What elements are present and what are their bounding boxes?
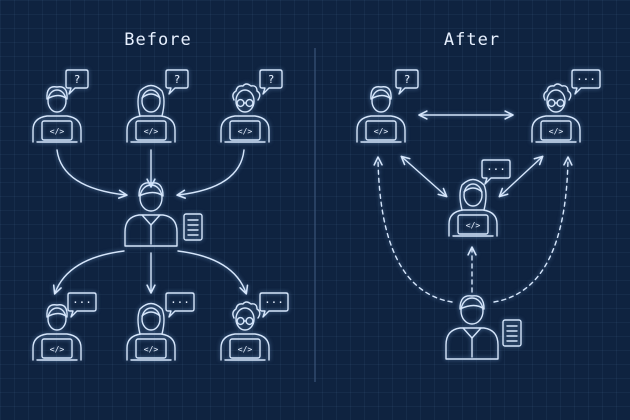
code-icon: </>	[144, 127, 159, 136]
ellipsis-bubble-icon: ···	[67, 292, 97, 318]
developer-bottom-right: </>	[220, 301, 270, 361]
laptop-icon	[41, 338, 73, 359]
code-icon: </>	[374, 127, 389, 136]
after-panel-title: After	[443, 30, 501, 50]
developer-bottom-center: </>	[126, 302, 176, 361]
developer-after-center: </>	[448, 178, 498, 237]
before-panel-title: Before	[124, 30, 192, 50]
manager-before	[124, 182, 178, 247]
developer-top-left: </>	[32, 86, 82, 143]
code-icon: </>	[238, 127, 253, 136]
question-bubble-icon: ?	[165, 69, 189, 95]
developer-top-right: </>	[220, 83, 270, 143]
svg-text:···: ···	[486, 163, 506, 176]
svg-text:···: ···	[264, 296, 284, 309]
ellipsis-bubble-icon: ···	[259, 292, 289, 318]
document-icon	[502, 319, 522, 347]
ellipsis-bubble-icon: ···	[571, 69, 601, 95]
code-icon: </>	[238, 345, 253, 354]
code-icon: </>	[50, 345, 65, 354]
svg-text:?: ?	[404, 73, 411, 86]
svg-text:?: ?	[74, 73, 81, 86]
arrow-manager-to-dev6	[177, 250, 249, 295]
developer-after-left: </>	[356, 86, 406, 143]
svg-text:···: ···	[576, 73, 596, 86]
laptop-icon	[41, 120, 73, 141]
ellipsis-bubble-icon: ···	[481, 159, 511, 185]
manager-after	[445, 295, 499, 360]
laptop-icon	[365, 120, 397, 141]
document-icon	[183, 213, 203, 241]
laptop-icon	[229, 120, 261, 141]
code-icon: </>	[50, 127, 65, 136]
arrow-devA-devB	[400, 155, 448, 198]
developer-bottom-left: </>	[32, 304, 82, 361]
svg-text:?: ?	[174, 73, 181, 86]
question-bubble-icon: ?	[259, 69, 283, 95]
developer-top-center: </>	[126, 84, 176, 143]
laptop-icon	[135, 338, 167, 359]
dashed-manager-to-devA	[373, 156, 453, 303]
laptop-icon	[457, 214, 489, 235]
arrow-manager-to-dev4	[52, 250, 125, 295]
code-icon: </>	[466, 221, 481, 230]
laptop-icon	[540, 120, 572, 141]
svg-text:···: ···	[170, 296, 190, 309]
laptop-icon	[229, 338, 261, 359]
developer-after-right: </>	[531, 83, 581, 143]
code-icon: </>	[549, 127, 564, 136]
question-bubble-icon: ?	[395, 69, 419, 95]
ellipsis-bubble-icon: ···	[165, 292, 195, 318]
dashed-manager-to-devC	[493, 156, 573, 303]
code-icon: </>	[144, 345, 159, 354]
question-bubble-icon: ?	[65, 69, 89, 95]
arrow-devC-devB	[498, 155, 544, 198]
svg-text:···: ···	[72, 296, 92, 309]
arrow-dev1-to-manager	[56, 149, 128, 199]
arrow-dev3-to-manager	[176, 149, 245, 199]
laptop-icon	[135, 120, 167, 141]
svg-text:?: ?	[268, 73, 275, 86]
